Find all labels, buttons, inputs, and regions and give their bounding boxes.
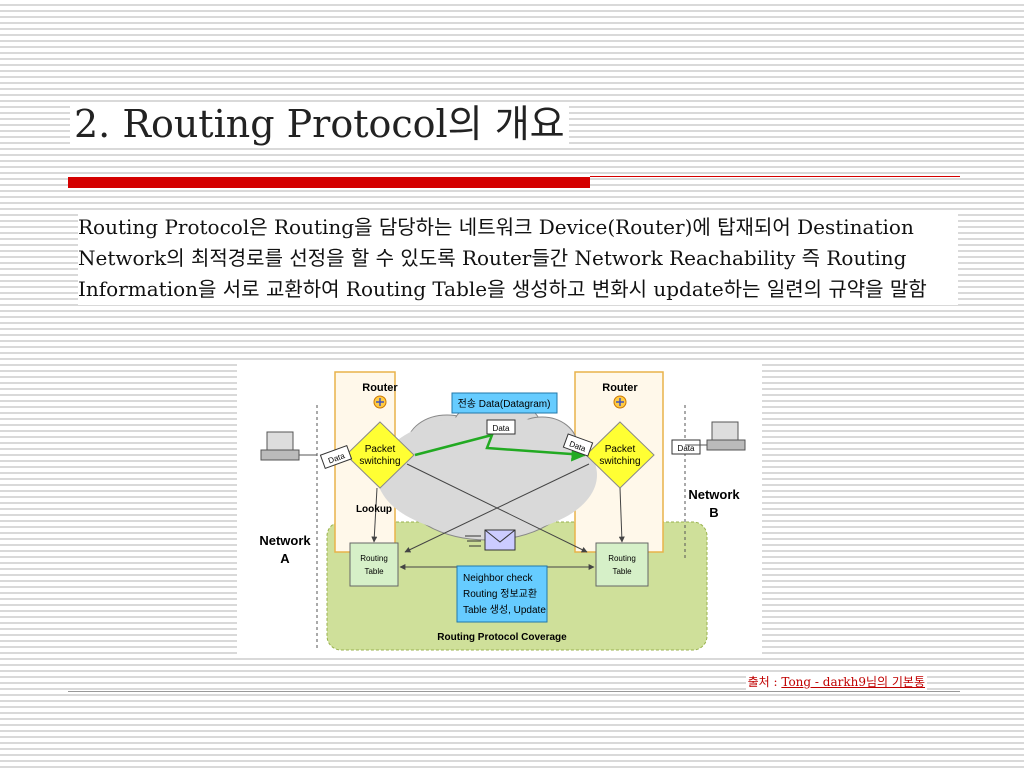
- router-icon-left: [373, 395, 387, 409]
- packet-switching-left: [345, 421, 415, 489]
- source-link[interactable]: Tong - darkh9님의 기본통: [781, 675, 925, 689]
- routing-table-left-line2: Table: [364, 567, 384, 576]
- slide-title: 2. Routing Protocol의 개요: [70, 102, 569, 148]
- router-icon-right: [613, 395, 627, 409]
- computer-icon-right: [685, 421, 746, 451]
- router-label-right: Router: [602, 382, 638, 394]
- neighbor-info-line1: Neighbor check: [463, 573, 533, 584]
- network-b-label-line2: B: [709, 505, 718, 520]
- title-underline-bar: [68, 174, 960, 188]
- routing-table-right-line2: Table: [612, 567, 632, 576]
- source-citation: 출처 : Tong - darkh9님의 기본통: [745, 673, 927, 690]
- routing-table-right-line1: Routing: [608, 554, 636, 563]
- datagram-label: 전송 Data(Datagram): [458, 398, 551, 410]
- routing-protocol-diagram: Router Router Packet switching Packet sw…: [237, 360, 762, 656]
- data-envelope-left: Data: [319, 444, 353, 470]
- computer-icon-left: [260, 431, 317, 461]
- svg-text:Data: Data: [678, 444, 695, 453]
- mail-icon: [465, 529, 516, 551]
- data-link-path: [414, 433, 587, 462]
- network-a-label-line1: Network: [259, 533, 311, 548]
- packet-switching-left-line1: Packet: [365, 444, 396, 455]
- routing-table-left: [349, 542, 399, 587]
- data-envelope-right-in: Data: [562, 433, 594, 457]
- lookup-arrow-right: [618, 487, 625, 543]
- datagram-label-box: [451, 392, 558, 414]
- source-label: 출처 :: [747, 675, 782, 689]
- neighbor-info-line3: Table 생성, Update: [463, 604, 546, 616]
- neighbor-info-box: [456, 565, 548, 623]
- packet-switching-right-line1: Packet: [605, 444, 636, 455]
- data-envelope-right-out: Data: [671, 439, 701, 455]
- data-envelope-cloud: Data: [486, 419, 516, 435]
- network-a-label-line2: A: [280, 551, 290, 566]
- packet-switching-left-line2: switching: [359, 456, 400, 467]
- svg-text:Data: Data: [493, 424, 510, 433]
- footer-divider: [68, 691, 960, 692]
- lookup-label: Lookup: [356, 504, 392, 515]
- title-underline-thin: [590, 176, 960, 177]
- lookup-arrow-left: [371, 487, 378, 543]
- title-underline-red: [68, 177, 590, 188]
- router-label-left: Router: [362, 382, 398, 394]
- cross-arrow-2: [404, 463, 590, 553]
- network-b-label-line1: Network: [688, 487, 740, 502]
- packet-switching-right-line2: switching: [599, 456, 640, 467]
- neighbor-info-line2: Routing 정보교환: [463, 588, 537, 600]
- routing-table-right: [595, 542, 649, 587]
- body-paragraph: Routing Protocol은 Routing을 담당하는 네트워크 Dev…: [78, 212, 958, 305]
- coverage-label: Routing Protocol Coverage: [437, 632, 567, 643]
- routing-table-left-line1: Routing: [360, 554, 388, 563]
